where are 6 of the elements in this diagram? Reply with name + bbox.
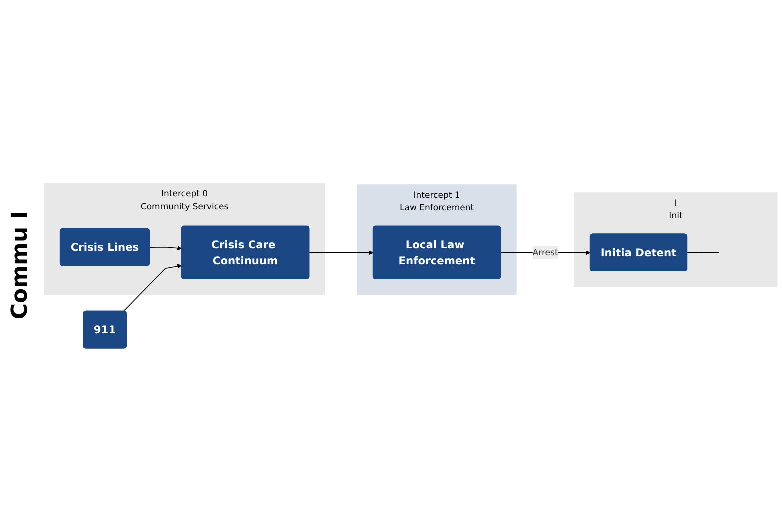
vertical-label: Commu I [8,211,32,320]
arrow [150,246,182,250]
arrow [123,264,182,312]
connector [687,252,720,253]
arrow [309,250,374,255]
edge-label: Arrest [532,247,558,258]
